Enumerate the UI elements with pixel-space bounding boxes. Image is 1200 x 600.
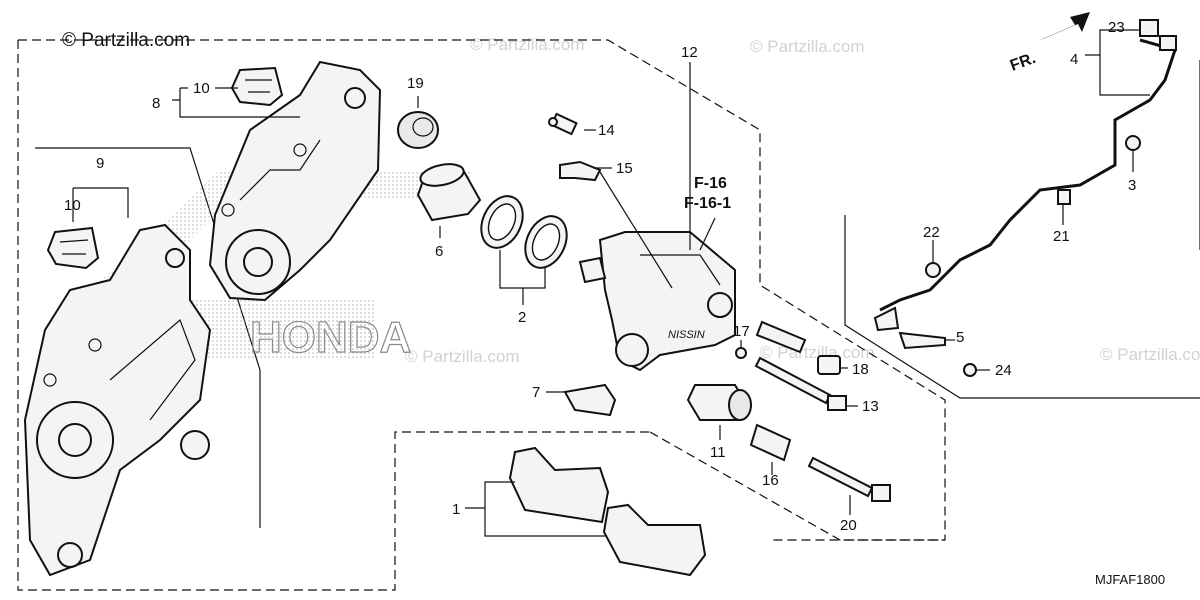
sensor-stay-5[interactable]	[873, 306, 946, 350]
brake-pad-set-1[interactable]	[508, 446, 707, 577]
sensor-boundary-line	[844, 215, 1200, 399]
assembly-boundary-line	[17, 40, 650, 591]
callout-21: 21	[1053, 228, 1070, 245]
callout-3: 3	[1128, 177, 1136, 194]
wheel-speed-sensor-4[interactable]	[879, 19, 1177, 312]
caliper-bracket-9[interactable]	[23, 223, 212, 577]
callout-13: 13	[862, 398, 879, 415]
copyright-text: © Partzilla.com	[62, 30, 190, 51]
callout-18: 18	[852, 361, 869, 378]
callout-5: 5	[956, 329, 964, 346]
watermark-text: © Partzilla.com	[405, 347, 520, 366]
brand-mark-text: HONDA	[250, 313, 411, 362]
bleeder-valve-14[interactable]	[548, 112, 578, 136]
callout-11: 11	[710, 444, 726, 461]
sensor-clamp-3[interactable]	[1125, 135, 1141, 151]
front-indicator-text: FR.	[1008, 50, 1038, 75]
pin-bolt-13[interactable]	[754, 356, 847, 411]
pin-boot-11[interactable]	[686, 384, 752, 421]
piston-boot-19[interactable]	[397, 111, 439, 149]
callout-20: 20	[840, 517, 857, 534]
bolt-20[interactable]	[807, 456, 891, 502]
pad-boundary-line	[649, 431, 945, 541]
watermark-text: © Partzilla.com	[750, 37, 865, 56]
watermark-text: © Partzilla.com	[1100, 345, 1200, 364]
sensor-clip-21[interactable]	[1057, 189, 1071, 205]
sleeve-16[interactable]	[749, 423, 792, 462]
callout-7: 7	[532, 384, 540, 401]
pad-spring-clip-10[interactable]	[46, 226, 100, 270]
callout-4: 4	[1070, 51, 1078, 68]
caliper-body[interactable]: NISSIN	[578, 231, 736, 372]
callout-12: 12	[681, 44, 698, 61]
diagram-code: MJFAF1800	[1095, 572, 1165, 587]
slide-pin-18[interactable]	[755, 320, 841, 375]
callout-10: 10	[193, 80, 210, 97]
leader-lines	[72, 29, 1150, 537]
ref-code-f16-1[interactable]: F-16-1	[684, 195, 731, 212]
callout-9: 9	[96, 155, 104, 172]
callout-22: 22	[923, 224, 940, 241]
caliper-piston-6[interactable]	[416, 161, 482, 222]
bleeder-cap-15[interactable]	[559, 160, 602, 182]
callout-8: 8	[152, 95, 160, 112]
callout-16: 16	[762, 472, 779, 489]
callout-23: 23	[1108, 19, 1125, 36]
callout-6: 6	[435, 243, 443, 260]
ref-code-f16[interactable]: F-16	[694, 175, 727, 192]
watermark-text: © Partzilla.com	[470, 35, 585, 54]
pad-spring-7[interactable]	[563, 383, 617, 417]
pad-spring-clip-10[interactable]	[230, 66, 284, 107]
callout-labels: 1 2 3 4 5 6 7 8 9 10 10 11 12 13 14 15 1…	[64, 19, 1136, 534]
caliper-bracket-8[interactable]	[208, 60, 382, 302]
callout-10: 10	[64, 197, 81, 214]
callout-15: 15	[616, 160, 633, 177]
bolt-24[interactable]	[963, 363, 977, 377]
callout-1: 1	[452, 501, 460, 518]
callout-2: 2	[518, 309, 526, 326]
piston-seal-2[interactable]	[473, 189, 574, 274]
callout-24: 24	[995, 362, 1012, 379]
callout-17: 17	[733, 323, 750, 340]
callout-14: 14	[598, 122, 615, 139]
clip-17[interactable]	[735, 347, 747, 359]
caliper-logo: NISSIN	[668, 329, 705, 341]
callout-19: 19	[407, 75, 424, 92]
grommet-22[interactable]	[925, 262, 941, 278]
